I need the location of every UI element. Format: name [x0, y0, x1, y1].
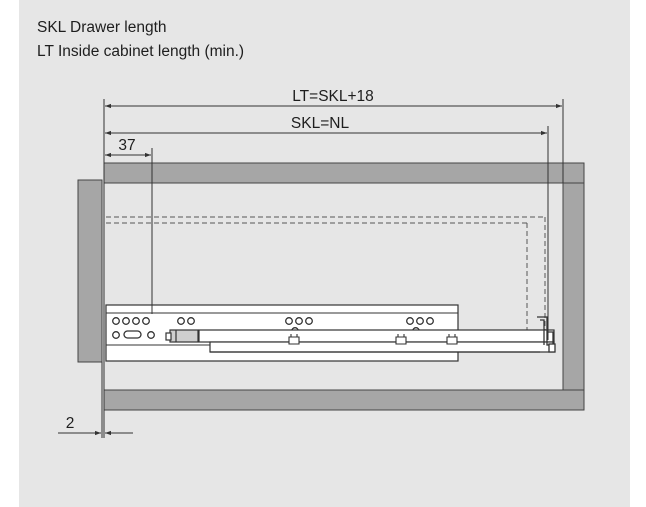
dimension-offset-37 — [105, 148, 153, 314]
legend-drawer-length: SKL Drawer length — [37, 19, 167, 36]
dimension-gap-label: 2 — [66, 415, 75, 432]
dimension-gap-2 — [58, 362, 133, 438]
diagram-background — [19, 0, 630, 507]
dimension-skl — [105, 126, 549, 340]
drawer-runner — [198, 329, 555, 353]
dimension-skl-label: SKL=NL — [291, 115, 350, 132]
legend-inside-cabinet-length: LT Inside cabinet length (min.) — [37, 43, 245, 60]
legend: SKL Drawer length LT Inside cabinet leng… — [37, 16, 244, 64]
rear-mounting-bracket — [537, 316, 556, 353]
locking-device — [165, 329, 199, 343]
dimension-lt — [103, 99, 564, 438]
dimension-offset-label: 37 — [118, 137, 135, 154]
cabinet-bottom-panel — [103, 389, 585, 411]
cabinet-top-panel — [103, 162, 585, 184]
runner-clips — [288, 334, 458, 345]
dimension-lt-label: LT=SKL+18 — [292, 88, 374, 105]
cabinet-back-panel — [562, 182, 585, 391]
drawer-front-panel — [77, 179, 103, 363]
